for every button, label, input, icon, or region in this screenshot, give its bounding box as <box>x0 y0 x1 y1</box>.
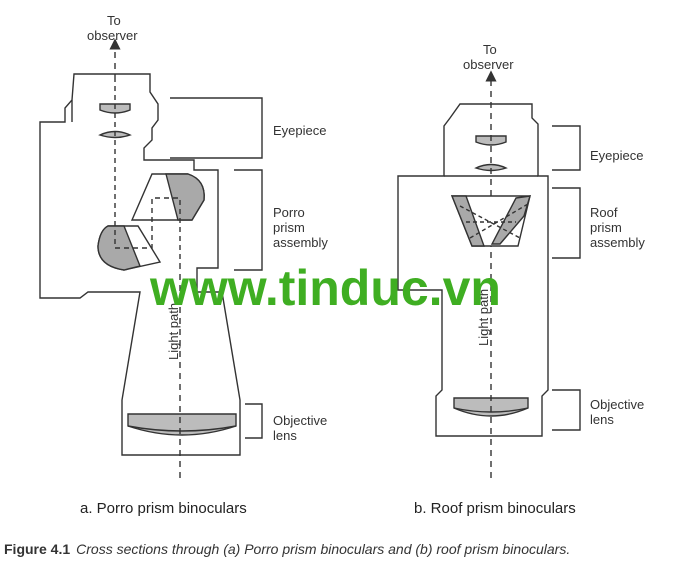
roof-prism-label-line2: prism <box>590 220 622 235</box>
porro-objective-bracket <box>245 403 263 439</box>
roof-eyepiece-lens-bottom <box>474 163 508 172</box>
roof-eyepiece-label: Eyepiece <box>590 148 644 163</box>
porro-light-path-label: Light path <box>166 303 181 360</box>
figure-caption: Figure 4.1 Cross sections through (a) Por… <box>4 541 676 557</box>
porro-prism-label-line1: Porro <box>273 205 305 220</box>
porro-prism-label-line3: assembly <box>273 235 328 250</box>
porro-subtitle: a. Porro prism binoculars <box>80 500 247 517</box>
roof-prism-label-line1: Roof <box>590 205 618 220</box>
roof-to-observer-line2: observer <box>463 57 514 72</box>
porro-to-observer-line1: To <box>107 13 121 28</box>
porro-objective-label-line2: lens <box>273 428 297 443</box>
watermark-text: www.tinduc.vn <box>150 260 501 316</box>
porro-prism-bracket <box>234 169 263 271</box>
roof-prism-bracket <box>552 187 581 259</box>
porro-prism-label-line2: prism <box>273 220 305 235</box>
roof-to-observer-line1: To <box>483 42 497 57</box>
porro-binocular <box>39 38 263 478</box>
roof-eyepiece-bracket <box>552 125 581 171</box>
porro-objective-lens <box>127 413 237 436</box>
roof-prism-shade-left <box>450 195 485 247</box>
roof-prism-internal-path <box>459 203 529 239</box>
porro-to-observer-line2: observer <box>87 28 138 43</box>
roof-objective-bracket <box>552 389 581 431</box>
roof-subtitle: b. Roof prism binoculars <box>414 500 576 517</box>
roof-binocular <box>397 70 581 478</box>
roof-light-path-label: Light path <box>476 289 491 346</box>
figure-label: Figure 4.1 <box>4 541 71 557</box>
porro-eyepiece-label: Eyepiece <box>273 123 327 138</box>
porro-internal-path <box>114 80 181 268</box>
roof-prism-label-line3: assembly <box>590 235 645 250</box>
roof-objective-label-line2: lens <box>590 412 614 427</box>
figure-caption-text: Cross sections through (a) Porro prism b… <box>76 541 571 557</box>
porro-prism-upper-shade <box>165 173 205 221</box>
porro-eyepiece-bracket <box>170 97 263 159</box>
roof-objective-label-line1: Objective <box>590 397 645 412</box>
porro-objective-lens-curve <box>127 425 237 432</box>
binocular-cross-section-diagram: Light path Light path <box>39 38 581 478</box>
porro-objective-label-line1: Objective <box>273 413 328 428</box>
porro-body-outline <box>39 73 241 456</box>
